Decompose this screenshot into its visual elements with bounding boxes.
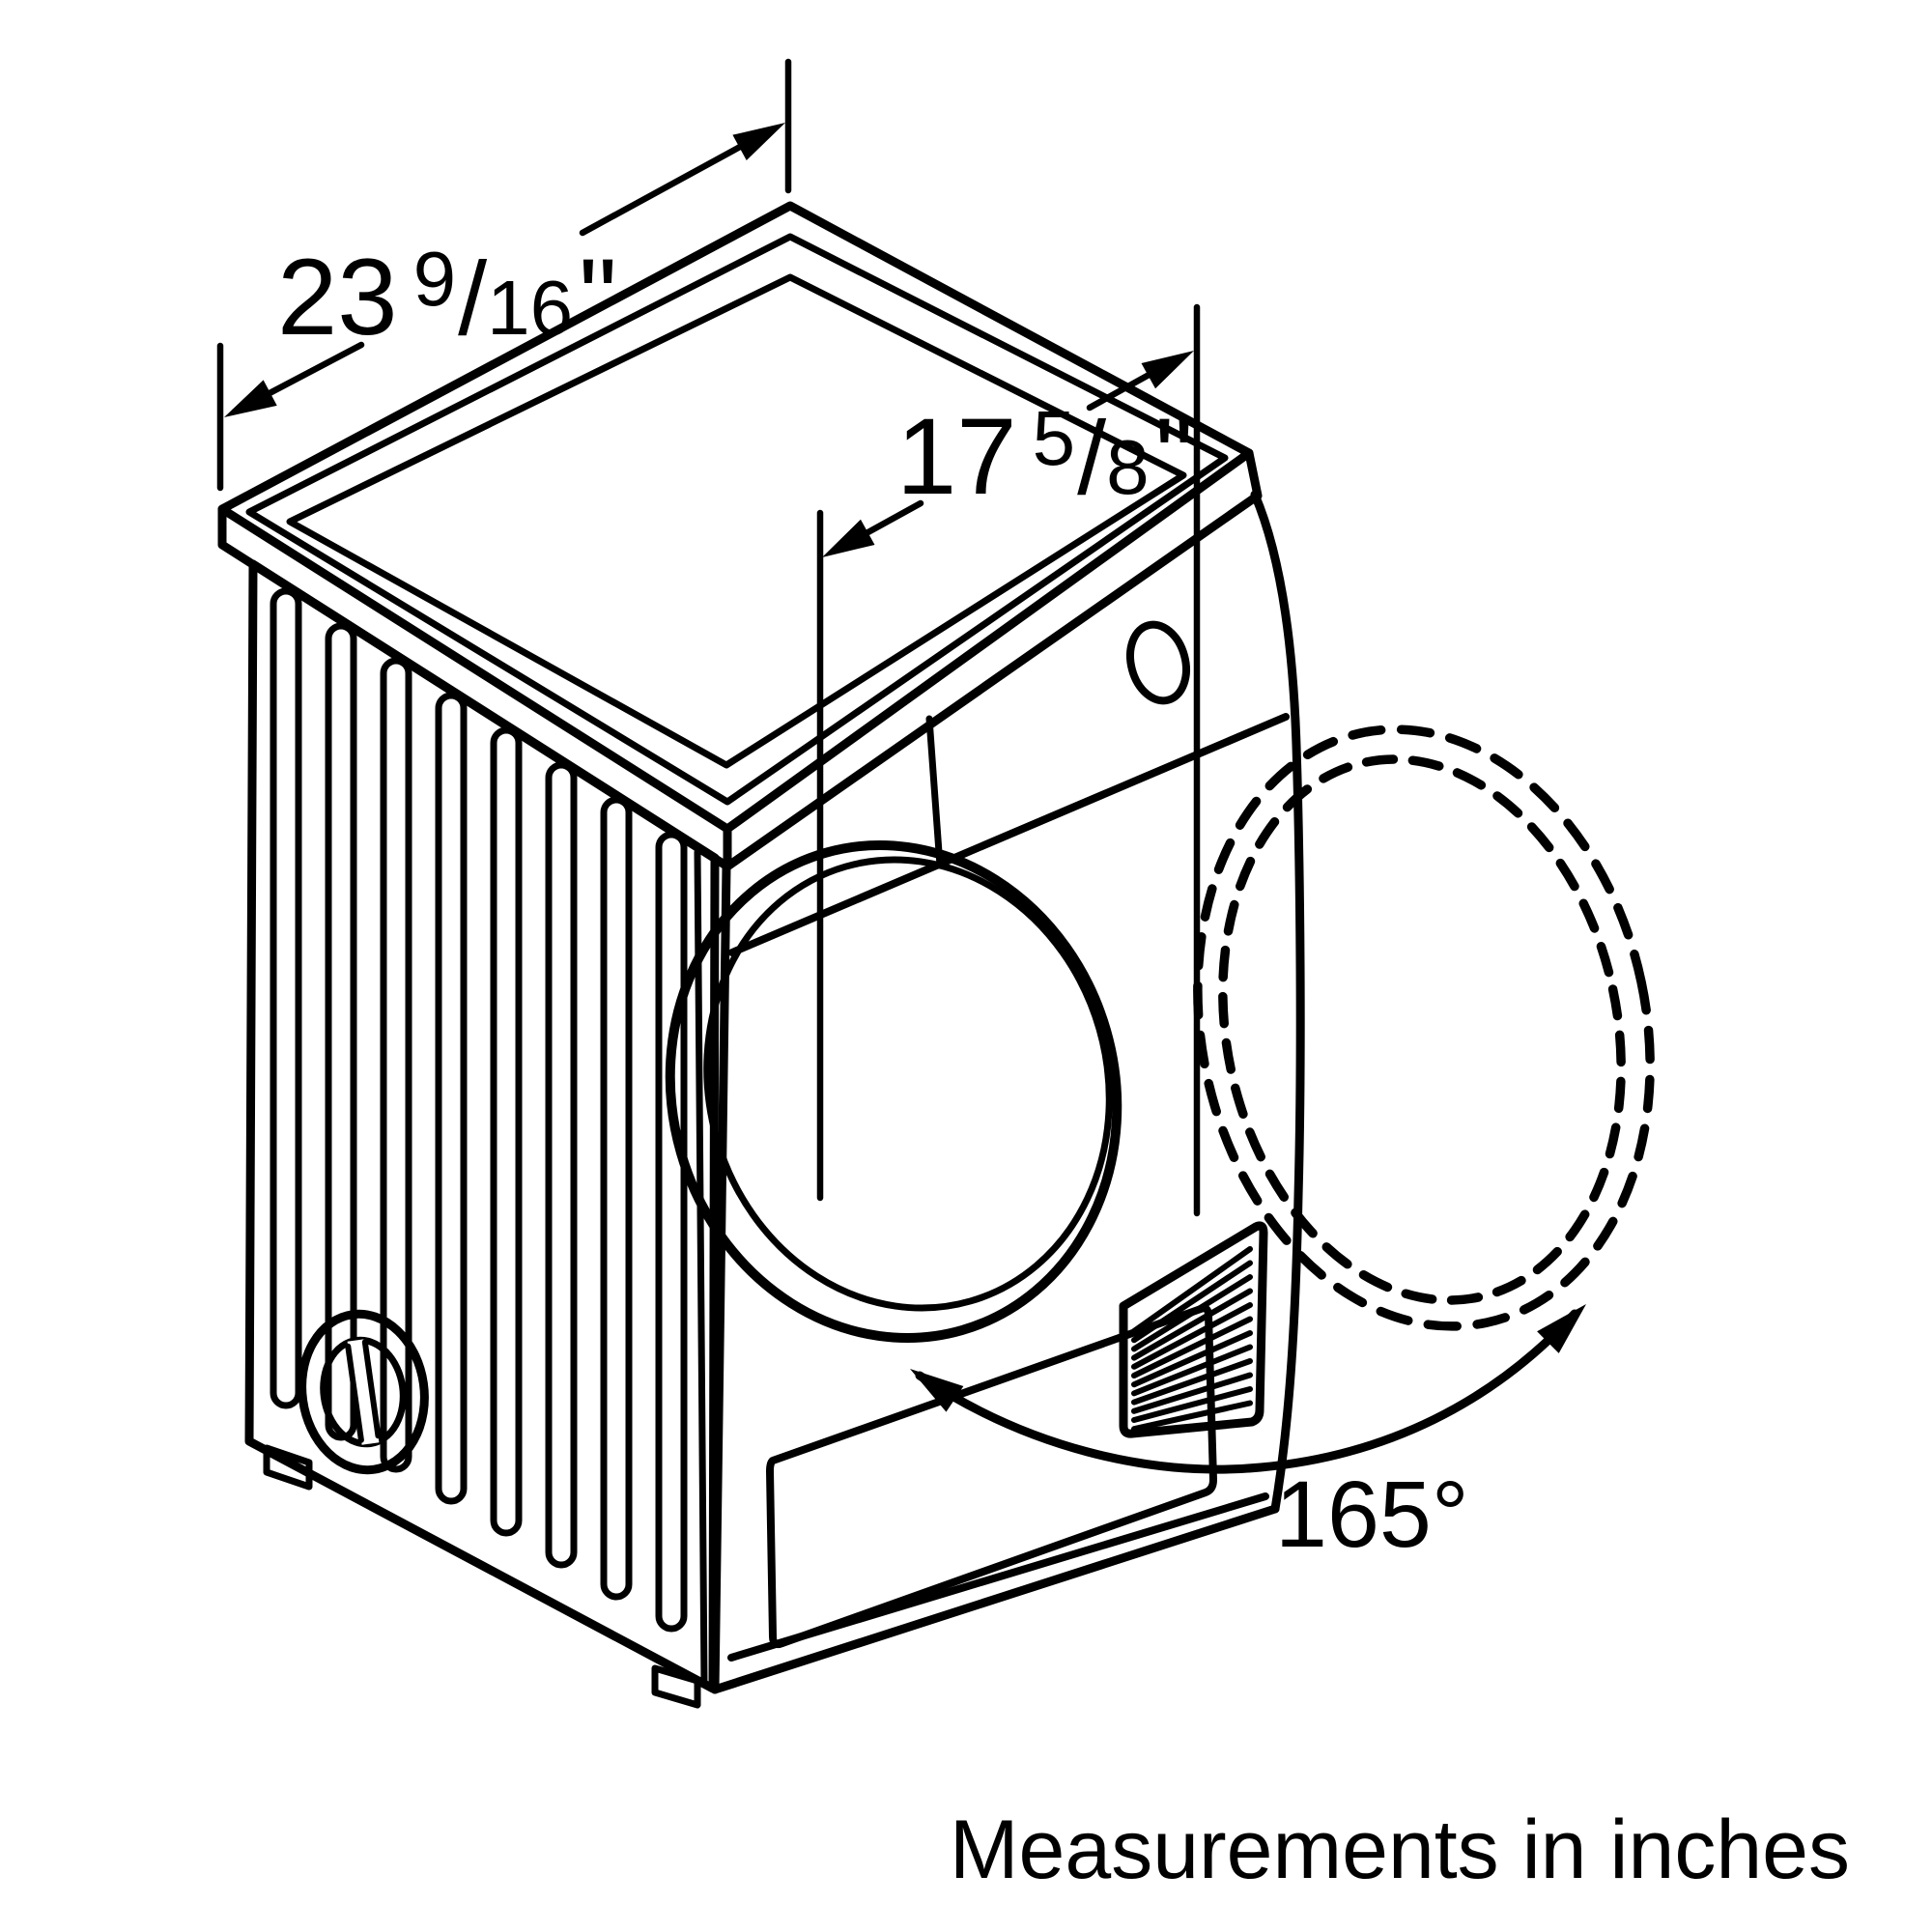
depth-arrowhead-left — [822, 519, 875, 557]
door-swing-dashed-outline — [1193, 724, 1655, 1331]
grille-louver — [1131, 1344, 1253, 1397]
top-panel-surface — [286, 273, 1187, 769]
grille-louver — [1131, 1386, 1253, 1423]
footer-note: Measurements in inches — [950, 1804, 1850, 1896]
swing-arc-arrowhead-right — [1537, 1304, 1586, 1353]
grille-louver — [1131, 1330, 1253, 1388]
vent-slot — [380, 657, 412, 1473]
dryer-front-panel — [651, 490, 1305, 1709]
grille-louver — [1131, 1302, 1253, 1370]
width-arrowhead-left — [224, 380, 277, 417]
swing-arc-curve — [915, 1309, 1579, 1474]
drain-cap-outer — [298, 1309, 429, 1475]
front-right-edge — [1250, 490, 1305, 1514]
open-door-dashed-inner — [1218, 754, 1626, 1305]
grille-louver — [1131, 1288, 1253, 1361]
drain-cap — [298, 1309, 429, 1475]
vent-slot — [545, 761, 578, 1569]
vent-slot — [600, 796, 633, 1601]
vent-slots — [270, 587, 688, 1633]
grille-louver — [1131, 1372, 1253, 1414]
grille-louvers — [1131, 1246, 1253, 1433]
front-left-edge — [710, 862, 731, 1694]
door-swing-angle-label: 165° — [1275, 1462, 1469, 1567]
vent-slot — [655, 831, 688, 1633]
grille-louver — [1131, 1246, 1253, 1334]
width-arrowhead-right — [732, 123, 785, 161]
side-panel-face — [244, 559, 720, 1693]
vent-grille — [1119, 1221, 1268, 1438]
drain-cap-slot-gap — [347, 1339, 380, 1445]
vent-slot — [270, 587, 302, 1409]
depth-arrowhead-right — [1141, 351, 1194, 389]
open-door-dashed-outer — [1193, 724, 1655, 1331]
grille-plate — [1119, 1221, 1268, 1438]
vent-slot — [325, 622, 357, 1441]
drain-cap-slot-right-edge — [361, 1339, 382, 1439]
grille-louver — [1131, 1358, 1253, 1406]
grille-louver — [1131, 1260, 1253, 1344]
swing-arc-arrowhead-left — [910, 1369, 964, 1412]
dryer-side-panel — [244, 559, 720, 1693]
power-knob — [1126, 620, 1190, 705]
kick-panel-outline — [766, 1304, 1217, 1649]
door-swing-arc — [910, 1304, 1586, 1474]
front-foot — [651, 1664, 701, 1709]
door-inner-ring — [703, 856, 1113, 1312]
front-bottom-edge — [710, 1504, 1280, 1694]
grille-louver — [1131, 1400, 1253, 1433]
vent-slot — [435, 692, 468, 1505]
top-panel-rim — [245, 233, 1229, 806]
door-outer-ring — [665, 840, 1122, 1343]
vent-slot — [490, 726, 523, 1537]
grille-louver — [1131, 1316, 1253, 1378]
grille-louver — [1131, 1274, 1253, 1352]
dryer-door — [665, 840, 1122, 1343]
front-corner-chamfer — [694, 848, 708, 1688]
control-panel-divider — [925, 715, 944, 869]
drain-cap-slot-left-edge — [345, 1343, 364, 1443]
left-foot — [263, 1444, 313, 1491]
control-panel-bottom-edge — [728, 713, 1290, 956]
